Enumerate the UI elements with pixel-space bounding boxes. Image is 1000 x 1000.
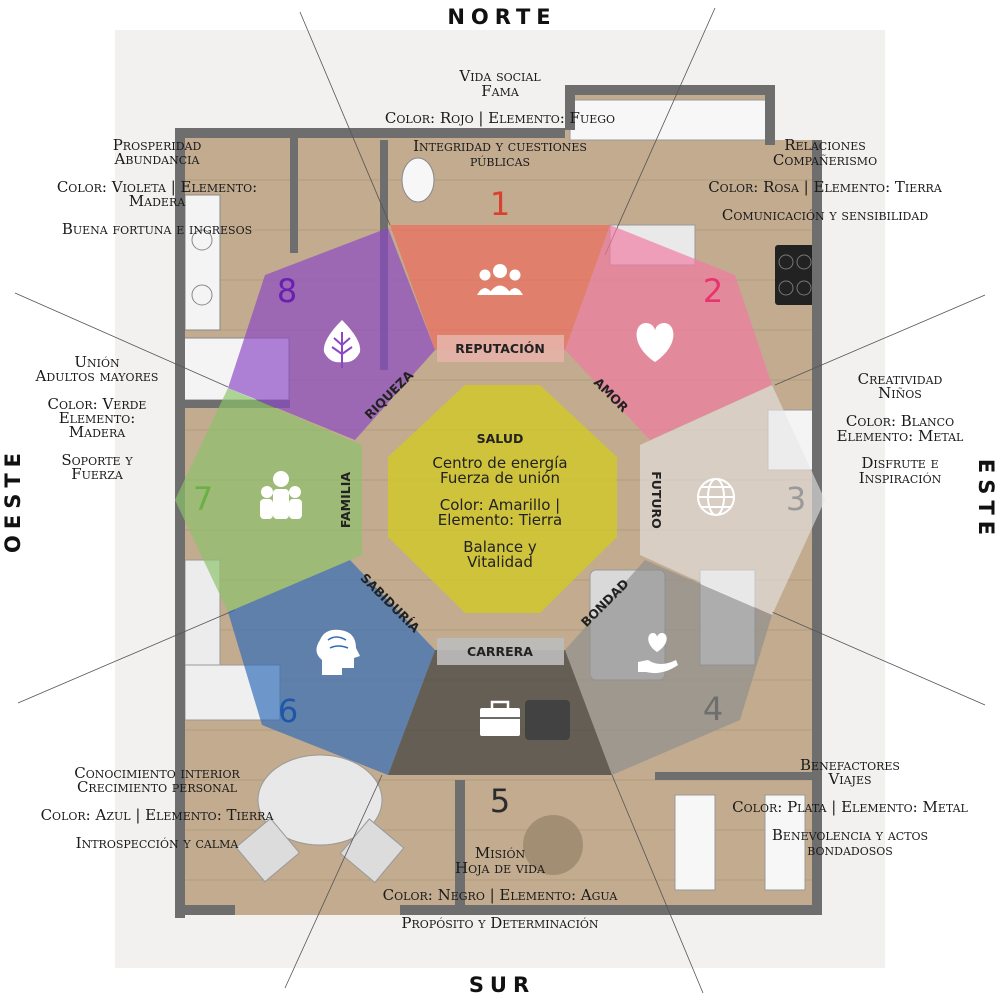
description-line: Integridad y cuestiones <box>413 137 587 155</box>
center-text-line: Centro de energía <box>432 454 567 472</box>
area-number-6: 6 <box>278 692 298 730</box>
center-text-line: Vitalidad <box>467 553 533 571</box>
description-line: Adultos mayores <box>35 367 159 385</box>
description-line: Buena fortuna e ingresos <box>62 220 252 238</box>
description-line: Misión <box>475 844 526 862</box>
career-label-band <box>437 638 564 665</box>
description-line: Color: Plata | Elemento: Metal <box>732 798 968 816</box>
area-number-1: 1 <box>490 185 510 223</box>
area-number-3: 3 <box>786 480 806 518</box>
area-number-7: 7 <box>193 480 213 518</box>
description-line: Creatividad <box>858 370 943 388</box>
area-label-reputation: REPUTACIÓN <box>455 341 545 356</box>
description-line: Propósito y Determinación <box>401 914 599 932</box>
area-number-2: 2 <box>703 272 723 310</box>
center-text-line: Color: Amarillo | <box>440 496 560 514</box>
globe-icon <box>697 478 735 516</box>
description-line: Madera <box>129 192 186 210</box>
description-line: Viajes <box>827 770 871 788</box>
center-text-line: Fuerza de unión <box>440 469 560 487</box>
description-line: Elemento: Metal <box>837 427 964 445</box>
description-line: Color: Rojo | Elemento: Fuego <box>385 109 615 127</box>
direction-lines <box>14 7 986 994</box>
area-label-health: SALUD <box>477 431 524 446</box>
description-line: Benefactores <box>800 756 900 774</box>
description-line: Elemento: <box>59 409 136 427</box>
description-line: Unión <box>74 353 120 371</box>
direction-south: SUR <box>469 973 535 997</box>
direction-east: ESTE <box>974 459 998 541</box>
area-label-future: FUTURO <box>649 471 664 529</box>
area-label-career: CARRERA <box>467 644 533 659</box>
description-line: Madera <box>69 423 126 441</box>
description-line: Color: Violeta | Elemento: <box>57 178 257 196</box>
description-line: Compañerismo <box>773 151 877 169</box>
briefcase-icon <box>480 700 520 736</box>
description-line: Prosperidad <box>113 136 202 154</box>
direction-west: OESTE <box>1 447 25 553</box>
people-group-icon <box>477 264 523 295</box>
area-label-family: FAMILIA <box>338 472 353 528</box>
description-line: Soporte y <box>61 451 133 469</box>
description-line: Color: Negro | Elemento: Agua <box>383 886 619 904</box>
description-line: Color: Verde <box>48 395 147 413</box>
description-line: Hoja de vida <box>455 859 546 877</box>
description-line: Benevolencia y actos <box>772 826 928 844</box>
description-line: Introspección y calma <box>76 834 240 852</box>
center-text-line: Elemento: Tierra <box>438 511 562 529</box>
direction-north: NORTE <box>447 5 556 29</box>
area-number-4: 4 <box>703 690 723 728</box>
description-line: Color: Blanco <box>846 412 954 430</box>
description-line: Crecimiento personal <box>77 778 238 796</box>
hand-heart-icon <box>638 633 678 674</box>
description-line: Conocimiento interior <box>74 764 240 782</box>
description-line: Disfrute e <box>861 454 938 472</box>
area-number-8: 8 <box>277 272 297 310</box>
description-line: Inspiración <box>859 469 942 487</box>
description-line: Relaciones <box>784 136 866 154</box>
heart-icon <box>636 323 674 362</box>
description-line: Color: Rosa | Elemento: Tierra <box>708 178 943 196</box>
description-line: bondadosos <box>807 841 893 859</box>
center-text-line: Balance y <box>463 538 537 556</box>
area-icons <box>260 264 735 736</box>
description-line: Abundancia <box>114 150 201 168</box>
head-brain-icon <box>316 629 360 675</box>
description-line: públicas <box>470 152 530 170</box>
description-line: Niños <box>878 384 922 402</box>
area-shape-future <box>640 385 825 615</box>
reputation-label-band <box>437 335 564 362</box>
description-line: Fuerza <box>71 465 124 483</box>
description-line: Fama <box>481 82 520 100</box>
family-icon <box>260 471 302 519</box>
area-number-5: 5 <box>490 782 510 820</box>
description-line: Comunicación y sensibilidad <box>722 206 928 224</box>
leaf-icon <box>323 320 361 368</box>
description-line: Color: Azul | Elemento: Tierra <box>41 806 275 824</box>
description-line: Vida social <box>458 67 541 85</box>
center-area-shape <box>388 385 617 613</box>
